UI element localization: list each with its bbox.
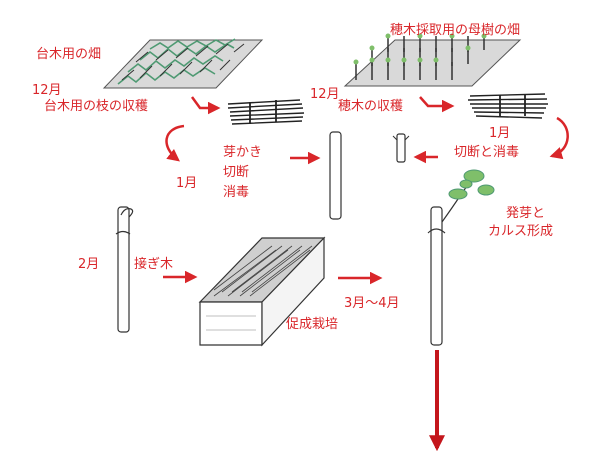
label-cut: 切断 bbox=[223, 165, 250, 180]
cut-scion-piece bbox=[392, 133, 410, 163]
scion-mother-tree-field-illustration bbox=[343, 33, 522, 87]
label-rootstock-branch-harvest: 台木用の枝の収穫 bbox=[44, 99, 149, 114]
arrow-rootstock-field-to-harvest bbox=[190, 96, 221, 115]
label-month-1-left: 1月 bbox=[176, 176, 198, 191]
label-cut-and-disinfect: 切断と消毒 bbox=[454, 145, 520, 160]
rootstock-branch-bundle-illustration bbox=[227, 99, 305, 125]
label-grafting: 接ぎ木 bbox=[134, 257, 174, 272]
label-month-1-right: 1月 bbox=[489, 126, 511, 141]
label-month-2: 2月 bbox=[78, 257, 100, 272]
process-arrows bbox=[163, 96, 569, 285]
label-month-12-left: 12月 bbox=[32, 83, 62, 98]
grafted-cutting-illustration bbox=[115, 206, 134, 333]
scion-branch-bundle-illustration bbox=[467, 93, 548, 119]
trimmed-rootstock-stick bbox=[329, 131, 342, 220]
label-rootstock-field: 台木用の畑 bbox=[36, 47, 102, 62]
forcing-bed-box-illustration bbox=[198, 236, 326, 347]
arrow-scion-bundle-to-cut bbox=[549, 116, 569, 160]
label-sprout-removal-cut-disinfect: 芽かき 切断 消毒 bbox=[223, 143, 262, 203]
label-forced-cultivation: 促成栽培 bbox=[286, 317, 339, 332]
label-month-12-right: 12月 bbox=[310, 87, 340, 102]
label-scion-mother-tree-field: 穂木採取用の母樹の畑 bbox=[390, 23, 521, 38]
rootstock-field-illustration bbox=[102, 38, 264, 89]
label-sprouting-callus: 発芽と カルス形成 bbox=[488, 205, 553, 241]
sprouted-grafted-cutting-illustration bbox=[427, 169, 495, 346]
arrow-scion-harvest-to-bundle bbox=[419, 96, 455, 113]
label-sprout-removal: 芽かき bbox=[223, 145, 263, 160]
label-months-3-4: 3月～4月 bbox=[344, 296, 400, 311]
label-callus-formation: カルス形成 bbox=[488, 224, 554, 239]
label-sprouting: 発芽と bbox=[506, 206, 546, 221]
label-disinfect: 消毒 bbox=[223, 185, 250, 200]
arrow-rootstock-bundle-to-trim bbox=[165, 124, 185, 162]
label-scion-harvest: 穂木の収穫 bbox=[338, 99, 404, 114]
